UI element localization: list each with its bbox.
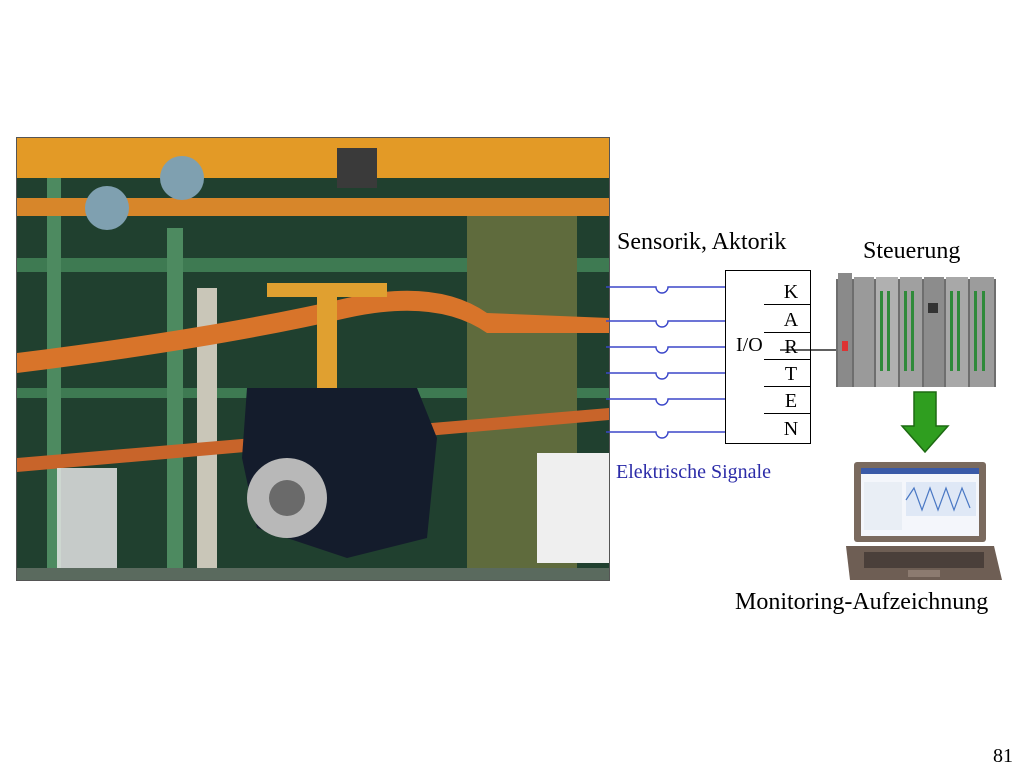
- card-divider: [764, 304, 810, 306]
- card-letter-a: A: [783, 309, 799, 331]
- card-letter-r: R: [784, 336, 798, 358]
- plc-controller-icon: [836, 273, 996, 387]
- steuerung-label: Steuerung: [863, 238, 961, 264]
- card-letter-n: N: [783, 418, 799, 440]
- io-label: I/O: [736, 334, 763, 356]
- elektrische-signale-label: Elektrische Signale: [616, 461, 771, 483]
- signal-wire-1: [606, 286, 726, 294]
- signal-wires: [606, 286, 726, 439]
- signal-wire-4: [606, 372, 726, 380]
- signal-wire-2: [606, 320, 726, 328]
- card-letter-e: E: [784, 390, 798, 412]
- sensorik-aktorik-label: Sensorik, Aktorik: [617, 229, 787, 255]
- card-divider: [764, 332, 810, 334]
- io-card-box: I/O K A R T E N: [725, 270, 811, 444]
- card-divider: [764, 386, 810, 388]
- photo-illustration: [17, 138, 609, 580]
- signal-wire-6: [606, 431, 726, 439]
- signal-wire-3: [606, 346, 726, 354]
- card-letter-t: T: [784, 363, 798, 385]
- signal-wire-5: [606, 398, 726, 406]
- card-letter-k: K: [783, 281, 799, 303]
- page-number: 81: [993, 745, 1013, 767]
- card-divider: [764, 359, 810, 361]
- factory-engine-assembly-photo: [16, 137, 610, 581]
- card-to-plc-line: [780, 349, 840, 351]
- down-arrow-icon: [900, 391, 950, 454]
- monitoring-aufzeichnung-label: Monitoring-Aufzeichnung: [735, 589, 989, 615]
- card-divider: [764, 413, 810, 415]
- laptop-icon: [846, 462, 1002, 580]
